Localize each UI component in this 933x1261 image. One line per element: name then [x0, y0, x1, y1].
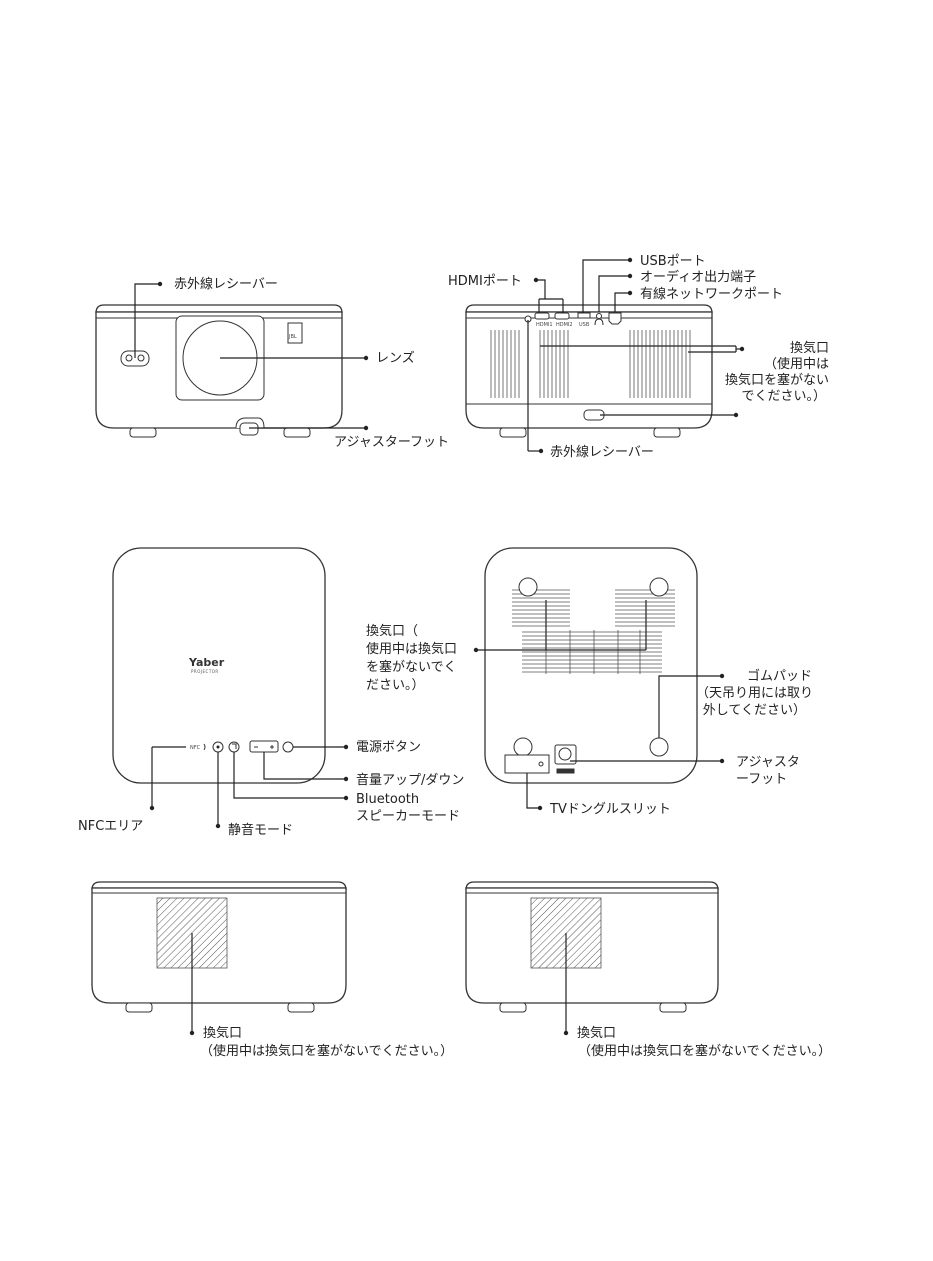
hdmi1-port — [534, 312, 550, 320]
label-bluetooth-1: Bluetooth — [356, 792, 419, 807]
back-view: HDMI1 HDMI2 USB — [465, 257, 745, 454]
label-audio-out: オーディオ出力端子 — [640, 269, 756, 285]
label-left-vent-note: （使用中は換気口を塞がないでください。） — [200, 1043, 453, 1059]
label-lens: レンズ — [376, 350, 415, 366]
jbl-badge — [287, 322, 303, 344]
brand-sub-logo: PROJECTOR — [191, 669, 219, 674]
usb-port — [577, 312, 591, 319]
label-ir-receiver-back: 赤外線レシーバー — [550, 444, 654, 460]
label-back-vent-3: 換気口を塞がない — [725, 372, 829, 388]
label-rubber-pad-3: 外してください） — [703, 703, 806, 718]
headphone-icon — [594, 318, 604, 326]
nfc-icon — [203, 743, 206, 751]
bottom-vent — [512, 589, 675, 674]
label-hdmi-port: HDMIポート — [448, 274, 522, 289]
back-vent-left — [490, 330, 569, 398]
left-side-view — [91, 881, 347, 1036]
label-bluetooth-2: スピーカーモード — [356, 809, 460, 824]
label-bottom-vent-3: を塞がないでく — [366, 659, 457, 675]
top-view: Yaber PROJECTOR NFC — [112, 547, 349, 829]
jbl-badge-text: JBL — [288, 334, 297, 340]
label-volume: 音量アップ/ダウン — [356, 772, 464, 788]
power-button — [282, 741, 294, 753]
front-view: JBL — [95, 281, 369, 438]
right-side-view — [465, 881, 719, 1036]
audio-port — [596, 313, 602, 319]
nfc-mark: NFC — [190, 745, 201, 751]
label-usb-port: USBポート — [640, 254, 706, 269]
label-adjuster-bottom-1: アジャスタ — [736, 755, 800, 770]
label-right-vent: 換気口 — [577, 1025, 616, 1041]
hdmi2-port — [554, 312, 570, 320]
label-adjuster-foot-front: アジャスターフット — [334, 435, 449, 450]
label-adjuster-bottom-2: ーフット — [736, 772, 787, 787]
rubber-pad-top-right — [649, 577, 669, 597]
back-vent-right — [629, 330, 691, 398]
label-back-vent-2: （使用中は — [764, 356, 829, 372]
rubber-pad-top-left — [518, 577, 538, 597]
bottom-view — [473, 547, 725, 811]
hdmi2-port-label: HDMI2 — [556, 322, 573, 328]
adjuster-foot-front — [239, 422, 259, 436]
label-left-vent: 換気口 — [203, 1025, 242, 1041]
usb-port-label: USB — [579, 322, 590, 328]
top-body — [112, 547, 326, 784]
label-bottom-vent-1: 換気口（ — [366, 623, 418, 639]
bottom-body — [484, 547, 698, 784]
label-power-button: 電源ボタン — [356, 740, 421, 755]
label-mute-mode: 静音モード — [228, 822, 293, 838]
label-bottom-vent-4: ださい。） — [366, 678, 425, 693]
label-back-vent-1: 換気口 — [790, 340, 829, 356]
rubber-pad-bottom-left — [513, 737, 533, 757]
label-rubber-pad-2: （天吊り用には取り — [696, 686, 813, 701]
label-nfc-area: NFCエリア — [78, 819, 143, 834]
label-tv-dongle-slit: TVドングルスリット — [549, 802, 671, 817]
hdmi1-port-label: HDMI1 — [536, 322, 553, 328]
label-rubber-pad-1: ゴムパッド — [747, 668, 812, 684]
label-ir-receiver-front: 赤外線レシーバー — [174, 276, 278, 292]
label-right-vent-note: （使用中は換気口を塞がないでください。） — [578, 1043, 831, 1059]
rubber-pad-bottom-right — [649, 737, 669, 757]
label-lan-port: 有線ネットワークポート — [640, 286, 783, 302]
lan-port — [608, 312, 622, 325]
label-bottom-vent-2: 使用中は換気口 — [366, 641, 457, 657]
brand-logo: Yaber — [188, 656, 225, 669]
label-back-vent-4: でください。） — [741, 389, 826, 404]
